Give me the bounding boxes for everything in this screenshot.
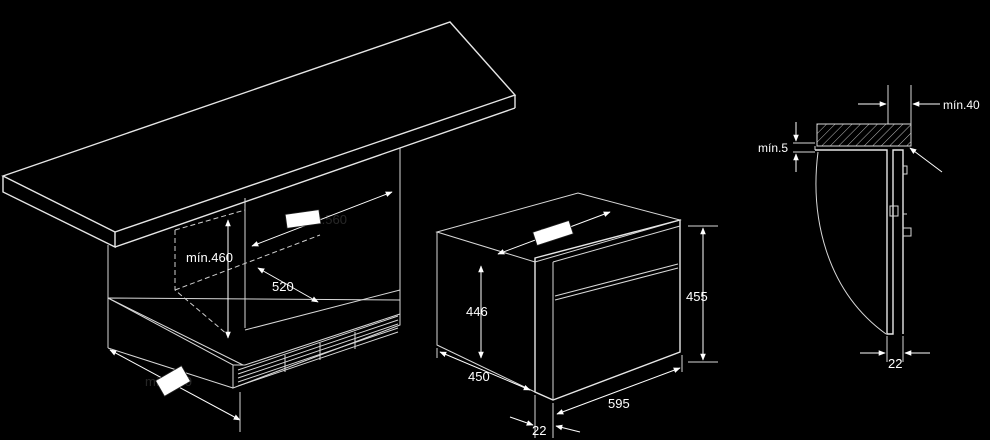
- cabinet-width-label: mín.560: [300, 212, 347, 227]
- oven-front-height-label: 455: [686, 289, 708, 304]
- oven-body-height-label: 446: [466, 304, 488, 319]
- side-door-thickness-label: 22: [888, 356, 902, 371]
- plinth-grille: [237, 315, 399, 387]
- cabinet-min-height-label: mín.460: [186, 250, 233, 265]
- worktop-top-face: [1, 21, 517, 233]
- cabinet-drawing: mín.460 520 mín.560 mín.560: [1, 21, 517, 432]
- side-min-top-gap-label: mín.5: [758, 141, 788, 155]
- side-profile-drawing: mín.40 mín.5 22: [758, 85, 980, 371]
- oven-depth-label: 548: [540, 226, 562, 241]
- cabinet-width-obscured-box: [284, 209, 322, 229]
- side-worktop: [816, 123, 912, 147]
- oven-depth-obscured-box: [532, 219, 574, 247]
- plinth-width-obscured-box: [154, 365, 192, 397]
- side-min-rear-gap-label: mín.40: [943, 98, 980, 112]
- cabinet-depth-label: 520: [272, 279, 294, 294]
- oven-drawing: 548 446 455 450 595 22: [435, 192, 718, 438]
- worktop-front-edge: [2, 176, 116, 249]
- plinth-width-label: mín.560: [145, 374, 192, 389]
- oven-body-depth-label: 450: [468, 369, 490, 384]
- oven-front-width-label: 595: [608, 396, 630, 411]
- oven-front-thickness-label: 22: [532, 423, 546, 438]
